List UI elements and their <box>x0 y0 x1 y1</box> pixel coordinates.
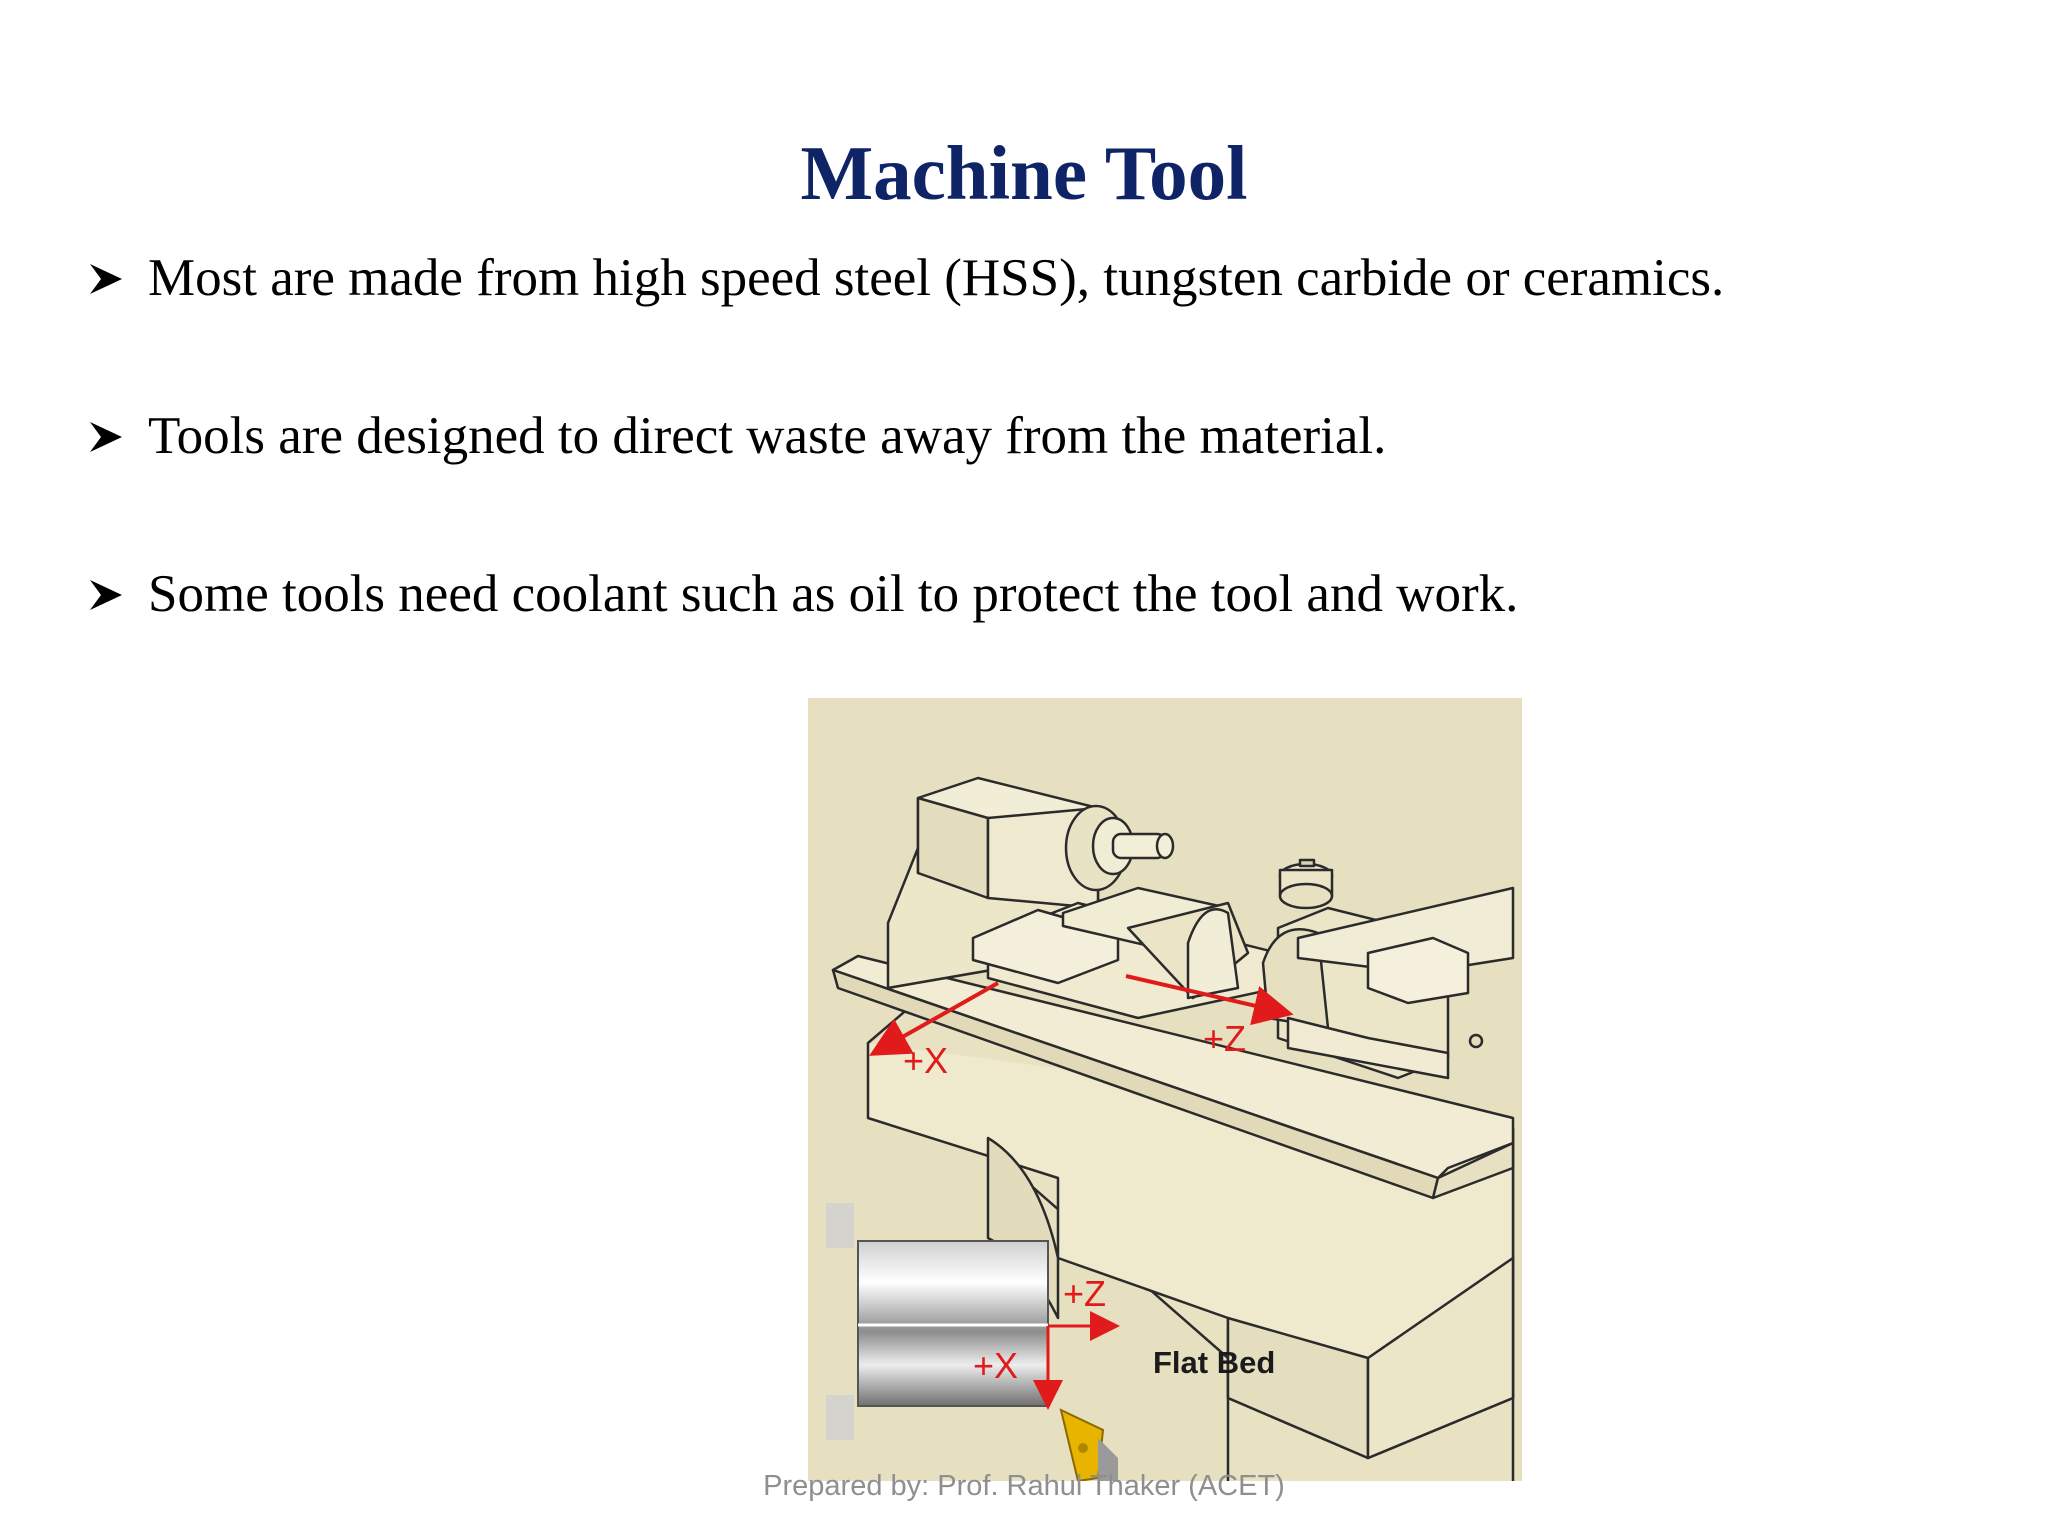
inset-axis-arrows <box>1033 1311 1120 1410</box>
bullet-item: Tools are designed to direct waste away … <box>88 410 1386 463</box>
axis-x-label: +X <box>903 1040 948 1081</box>
inset-z-label: +Z <box>1063 1273 1106 1314</box>
flat-bed-label: Flat Bed <box>1153 1345 1275 1380</box>
inset-x-label: +X <box>973 1345 1018 1386</box>
bullet-item: Some tools need coolant such as oil to p… <box>88 568 1518 621</box>
bullet-text: Some tools need coolant such as oil to p… <box>148 565 1519 623</box>
footer-credit: Prepared by: Prof. Rahul Thaker (ACET) <box>763 1470 1285 1502</box>
bullet-text: Most are made from high speed steel (HSS… <box>148 249 1725 307</box>
bullet-arrow-icon <box>88 261 148 297</box>
bullet-arrow-icon <box>88 577 148 613</box>
inset-workpiece <box>826 1203 1049 1440</box>
axis-z-label: +Z <box>1203 1018 1246 1059</box>
axis-arrows <box>869 974 1294 1056</box>
slide-title: Machine Tool <box>800 130 1248 216</box>
lathe-drawing <box>831 776 1515 1481</box>
bullet-item: Most are made from high speed steel (HSS… <box>88 252 1724 305</box>
tool-insert-icon <box>1059 1408 1118 1481</box>
lathe-figure: +X +Z +Z +X Flat Bed <box>808 698 1522 1481</box>
bullet-arrow-icon <box>88 419 148 455</box>
bullet-text: Tools are designed to direct waste away … <box>148 407 1387 465</box>
